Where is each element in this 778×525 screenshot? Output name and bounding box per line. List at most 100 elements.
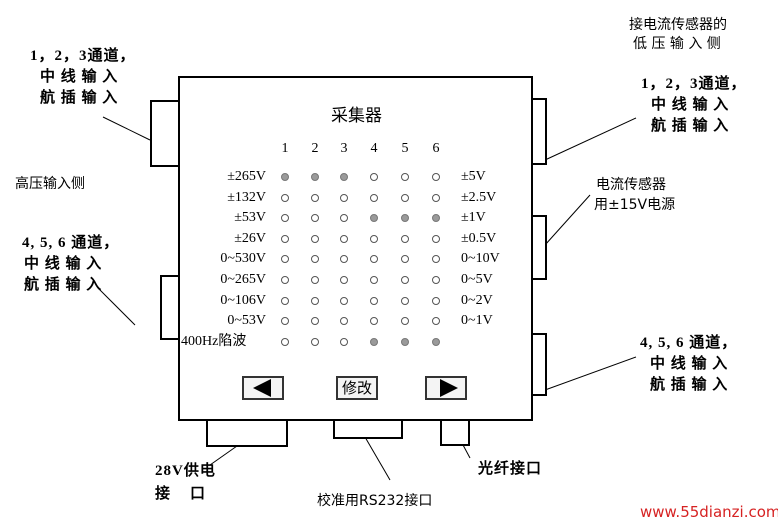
top-right-note-2: 低 压 输 入 侧 (633, 36, 721, 52)
indicator-dot (311, 276, 319, 284)
indicator-dot (401, 214, 409, 223)
next-button[interactable] (425, 376, 467, 400)
column-header-1: 1 (281, 141, 289, 156)
indicator-dot (432, 276, 440, 284)
indicator-dot (401, 296, 409, 305)
indicator-dot (340, 255, 348, 264)
indicator-dot (370, 276, 378, 284)
left-triangle-icon (253, 379, 271, 397)
indicator-dot (432, 296, 440, 305)
indicator-dot (281, 173, 289, 181)
left-mid-note: 高压输入侧 (15, 176, 85, 192)
left-bottom-line-1: 4, 5, 6 通道， (22, 235, 120, 251)
indicator-dot (340, 317, 348, 326)
collector-panel (178, 76, 533, 421)
range-label-right-4: ±0.5V (461, 230, 497, 246)
column-header-5: 5 (401, 141, 409, 156)
leader-right-bottom (544, 356, 637, 391)
indicator-dot (281, 193, 289, 202)
indicator-dot (370, 193, 378, 202)
indicator-dot (370, 255, 378, 264)
indicator-dot (432, 214, 440, 223)
right-mid-connector (531, 215, 547, 280)
right-bottom-connector (531, 333, 547, 396)
indicator-dot (401, 234, 409, 243)
indicator-dot (432, 193, 440, 202)
indicator-dot (340, 234, 348, 243)
right-mid-line-2: 用±15V电源 (594, 197, 676, 213)
indicator-dot (432, 173, 440, 181)
indicator-dot (401, 255, 409, 264)
edit-button[interactable]: 修改 (336, 376, 378, 400)
indicator-dot (281, 234, 289, 243)
indicator-dot (340, 296, 348, 305)
indicator-dot (401, 337, 409, 346)
prev-button[interactable] (242, 376, 284, 400)
indicator-dot (401, 276, 409, 284)
left-top-line-2: 中 线 输 入 (40, 69, 119, 85)
power-line-2: 接 口 (155, 486, 207, 502)
indicator-dot (370, 337, 378, 346)
left-bottom-line-3: 航 插 输 入 (24, 277, 103, 293)
indicator-dot (401, 173, 409, 181)
range-label-right-3: ±1V (461, 210, 486, 226)
indicator-dot (281, 276, 289, 284)
left-bottom-note: 4, 5, 6 通道， 中 线 输 入 航 插 输 入 (22, 233, 119, 296)
power-line-1: 28V供电 (155, 463, 216, 479)
indicator-dot (281, 255, 289, 264)
range-label-left-9: 400Hz陷波 (181, 333, 247, 349)
indicator-dot (311, 317, 319, 326)
right-top-line-2: 中 线 输 入 (651, 97, 730, 113)
right-bottom-line-3: 航 插 输 入 (650, 377, 729, 393)
range-label-right-5: 0~10V (461, 251, 500, 267)
indicator-dot (281, 337, 289, 346)
range-label-left-7: 0~106V (220, 292, 266, 308)
indicator-dot (311, 234, 319, 243)
leader-right-top (544, 117, 637, 161)
left-bottom-line-2: 中 线 输 入 (24, 256, 103, 272)
range-label-right-7: 0~2V (461, 292, 493, 308)
indicator-dot (370, 173, 378, 181)
indicator-dot (340, 214, 348, 223)
right-top-note: 1，2，3通道， 中 线 输 入 航 插 输 入 (641, 74, 747, 137)
top-right-note-1: 接电流传感器的 (629, 17, 727, 33)
indicator-dot (370, 317, 378, 326)
panel-title: 采集器 (331, 106, 382, 126)
indicator-dot (370, 234, 378, 243)
right-top-line-1: 1，2，3通道， (641, 76, 747, 92)
indicator-dot (401, 193, 409, 202)
left-top-line-1: 1，2，3通道， (30, 48, 136, 64)
range-label-left-3: ±53V (234, 210, 266, 226)
leader-left-bottom (99, 289, 136, 326)
indicator-dot (432, 337, 440, 346)
range-label-right-1: ±5V (461, 169, 486, 184)
indicator-dot (432, 255, 440, 264)
indicator-dot (311, 255, 319, 264)
range-label-left-4: ±26V (234, 230, 266, 246)
right-top-connector (531, 98, 547, 165)
indicator-dot (340, 276, 348, 284)
indicator-dot (432, 234, 440, 243)
indicator-dot (311, 214, 319, 223)
range-label-right-2: ±2.5V (461, 189, 497, 205)
right-mid-note: 电流传感器 用±15V电源 (594, 175, 675, 215)
range-label-left-6: 0~265V (220, 272, 266, 287)
range-label-left-1: ±265V (227, 169, 266, 184)
range-label-right-8: 0~1V (461, 313, 493, 329)
range-label-left-5: 0~530V (220, 251, 266, 267)
left-top-note: 1，2，3通道， 中 线 输 入 航 插 输 入 (30, 46, 136, 109)
indicator-dot (370, 214, 378, 223)
column-header-2: 2 (311, 141, 319, 156)
range-label-left-2: ±132V (227, 189, 266, 205)
left-top-line-3: 航 插 输 入 (40, 90, 119, 106)
leader-power (209, 445, 238, 466)
leader-right-mid (544, 194, 591, 246)
power-note: 28V供电 接 口 (155, 460, 216, 506)
column-header-3: 3 (340, 141, 348, 156)
watermark: www.55dianzi.com (640, 503, 778, 521)
indicator-dot (311, 337, 319, 346)
leader-left-top (102, 116, 151, 141)
column-header-6: 6 (432, 141, 440, 156)
indicator-dot (401, 317, 409, 326)
